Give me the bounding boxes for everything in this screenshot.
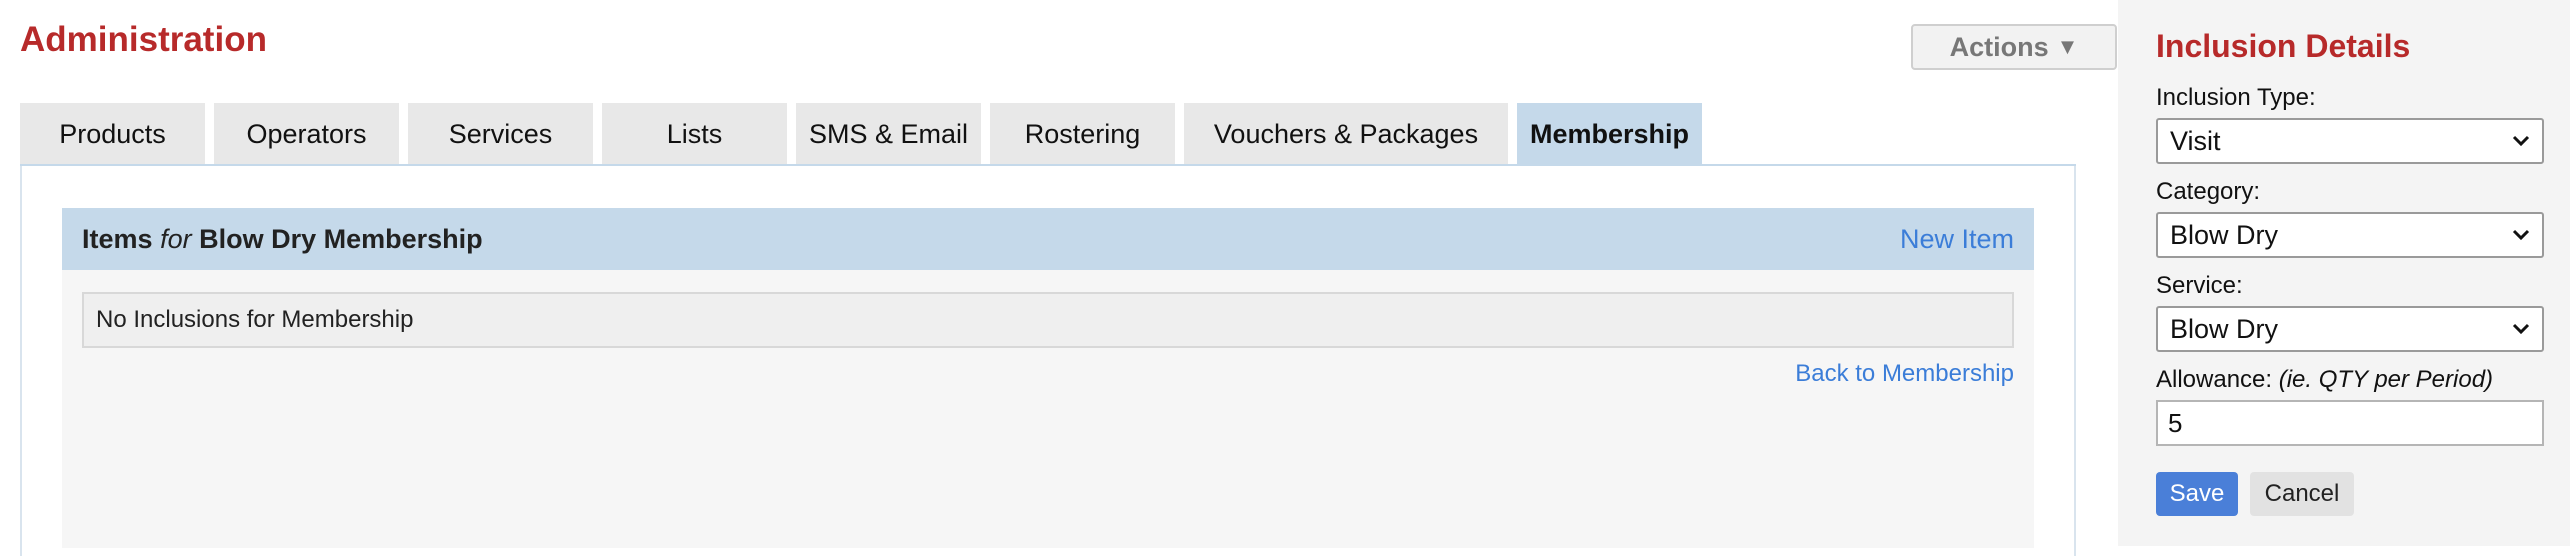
sidebar-title: Inclusion Details (2156, 28, 2411, 64)
actions-label: Actions (1949, 31, 2049, 62)
chevron-down-icon (2510, 318, 2532, 340)
tab-rostering[interactable]: Rostering (990, 103, 1175, 165)
category-value: Blow Dry (2170, 219, 2279, 250)
tab-operators[interactable]: Operators (214, 103, 399, 165)
tab-underline (20, 164, 2076, 167)
inclusion-type-select[interactable]: Visit (2156, 118, 2544, 164)
items-title-name: Blow Dry Membership (199, 223, 483, 254)
save-button[interactable]: Save (2156, 472, 2238, 516)
tab-sms-email[interactable]: SMS & Email (796, 103, 981, 165)
items-title-for: for (160, 223, 192, 254)
chevron-down-icon (2510, 224, 2532, 246)
service-select[interactable]: Blow Dry (2156, 306, 2544, 352)
tab-lists[interactable]: Lists (602, 103, 787, 165)
service-label: Service: (2156, 272, 2243, 299)
category-label: Category: (2156, 178, 2261, 205)
back-to-membership-link[interactable]: Back to Membership (1795, 360, 2014, 387)
caret-down-icon: ▼ (2056, 34, 2079, 59)
tab-membership[interactable]: Membership (1517, 103, 1702, 165)
tab-label: Vouchers & Packages (1213, 118, 1479, 149)
tab-label: Lists (666, 118, 723, 149)
items-title-prefix: Items (82, 223, 153, 254)
tab-vouchers-packages[interactable]: Vouchers & Packages (1184, 103, 1508, 165)
tab-label: Rostering (1024, 118, 1141, 149)
category-select[interactable]: Blow Dry (2156, 212, 2544, 258)
allowance-input[interactable] (2156, 400, 2544, 446)
page-title: Administration (20, 20, 267, 59)
main-content: Administration Actions ▼ Products Operat… (20, 20, 2117, 556)
tab-label: Products (59, 118, 166, 149)
tab-label: Operators (246, 118, 367, 149)
inclusion-type-label: Inclusion Type: (2156, 84, 2316, 111)
actions-button[interactable]: Actions ▼ (1911, 24, 2117, 70)
allowance-hint: (ie. QTY per Period) (2278, 366, 2494, 393)
items-title: Items for Blow Dry Membership (82, 224, 483, 255)
inclusion-type-value: Visit (2170, 125, 2221, 156)
service-value: Blow Dry (2170, 313, 2279, 344)
tab-label: Services (448, 118, 553, 149)
tab-products[interactable]: Products (20, 103, 205, 165)
tab-label: SMS & Email (808, 118, 969, 149)
cancel-button[interactable]: Cancel (2250, 472, 2354, 516)
chevron-down-icon (2510, 130, 2532, 152)
allowance-label: Allowance: (ie. QTY per Period) (2156, 366, 2493, 394)
inclusion-details-sidebar: Inclusion Details Inclusion Type: Visit … (2118, 0, 2570, 546)
tab-services[interactable]: Services (408, 103, 593, 165)
allowance-label-text: Allowance: (2156, 366, 2273, 393)
empty-inclusions-message: No Inclusions for Membership (82, 292, 2014, 348)
empty-message-text: No Inclusions for Membership (96, 306, 414, 333)
new-item-link[interactable]: New Item (1899, 223, 2014, 254)
items-header: Items for Blow Dry Membership New Item (62, 208, 2034, 270)
tab-label: Membership (1529, 118, 1690, 149)
items-panel: Items for Blow Dry Membership New Item N… (62, 208, 2034, 548)
